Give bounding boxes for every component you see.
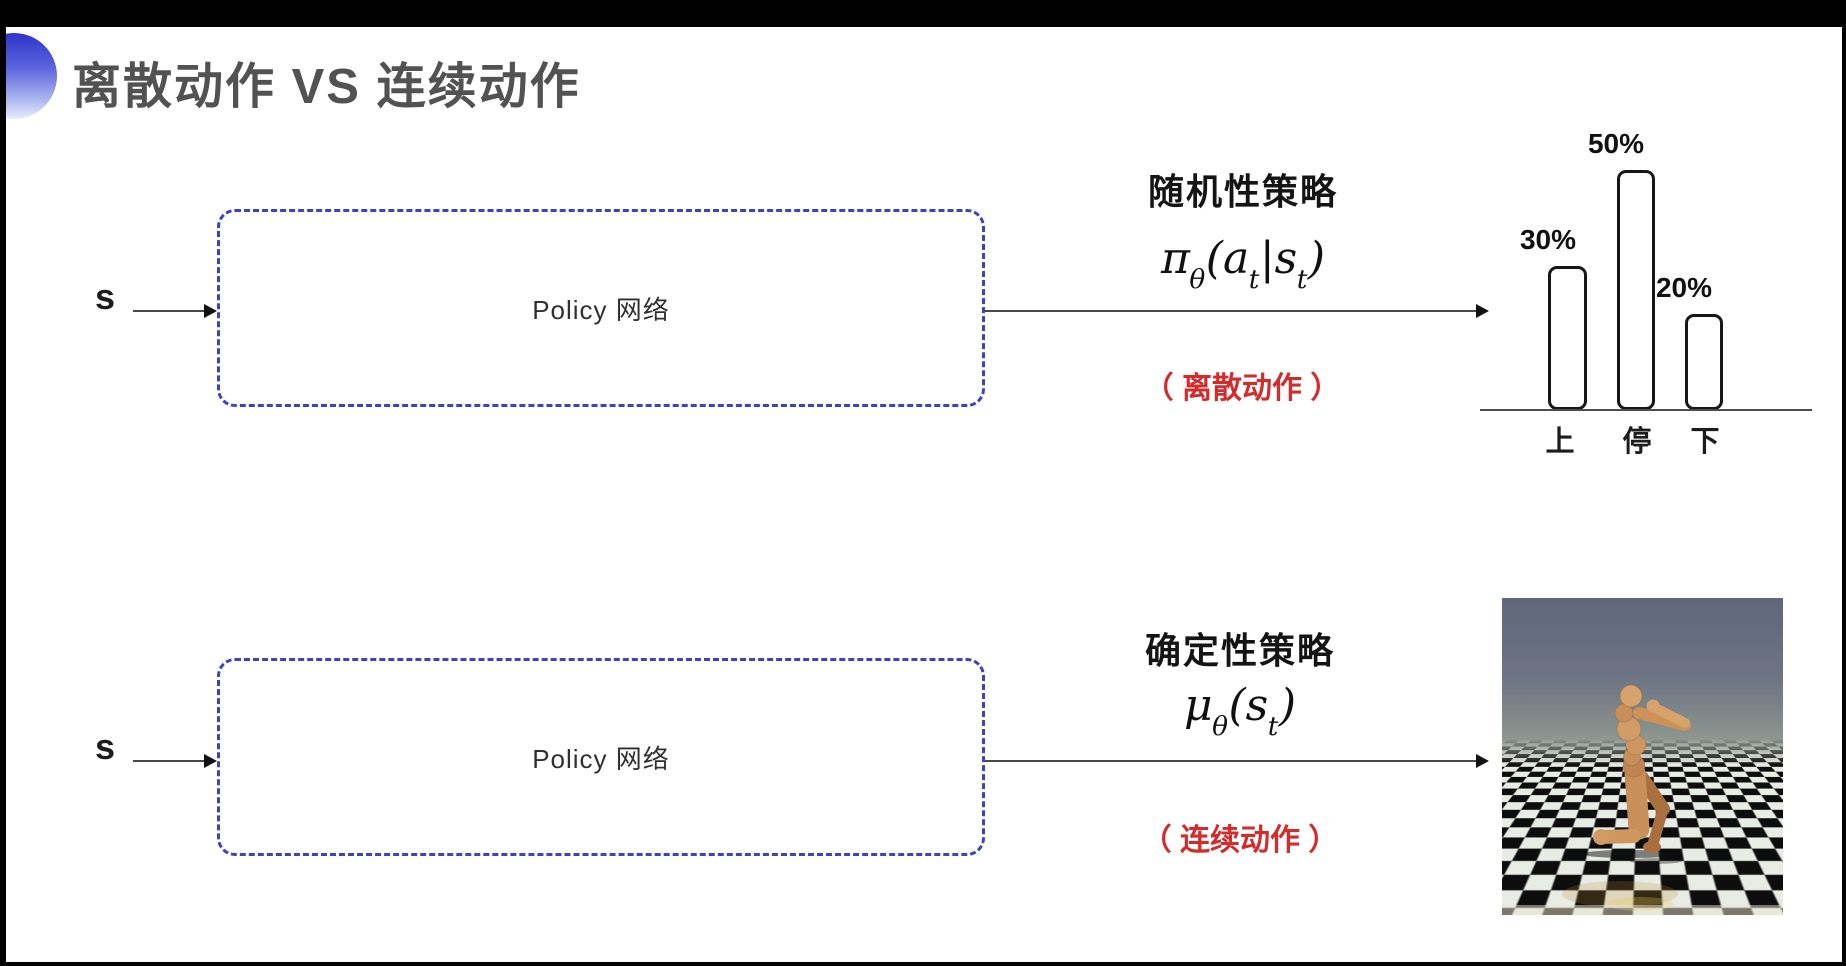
bar-category-label: 停	[1607, 418, 1667, 460]
output-arrow	[985, 310, 1477, 312]
formula-part: θ	[1189, 264, 1205, 295]
state-input-label: s	[95, 729, 115, 765]
histogram-bar	[1685, 314, 1723, 410]
deterministic-policy-formula: μθ(st)	[1070, 680, 1410, 737]
formula-part: a	[1223, 233, 1249, 284]
bar-category-label: 下	[1675, 418, 1735, 460]
stochastic-policy-formula: πθ(at|st)	[1073, 233, 1413, 290]
formula-part: μ	[1184, 680, 1213, 731]
humanoid-figure	[1502, 598, 1783, 915]
stochastic-policy-label: 随机性策略	[1073, 163, 1413, 215]
state-input-label: s	[95, 279, 115, 315]
formula-part: s	[1246, 680, 1269, 731]
formula-part: )	[1279, 680, 1296, 731]
formula-part: t	[1249, 264, 1260, 295]
formula-part: t	[1297, 264, 1308, 295]
formula-part: (	[1206, 233, 1223, 284]
humanoid-env-image	[1502, 598, 1783, 915]
formula-part: θ	[1212, 711, 1228, 742]
formula-part: s	[1275, 233, 1298, 284]
formula-part: (	[1228, 680, 1245, 731]
input-arrow	[133, 310, 205, 312]
formula-part: |	[1260, 233, 1275, 284]
histogram-bar	[1548, 266, 1587, 410]
deterministic-policy-label: 确定性策略	[1070, 622, 1410, 674]
formula-part: )	[1308, 233, 1325, 284]
input-arrow	[133, 760, 205, 762]
slide: 离散动作 VS 连续动作 s Policy 网络 随机性策略 πθ(at|st)…	[6, 27, 1842, 962]
discrete-action-note: （ 离散动作 ）	[1072, 363, 1412, 407]
page-title: 离散动作 VS 连续动作	[72, 47, 581, 118]
bar-value-label: 30%	[1503, 224, 1593, 256]
policy-network-box: Policy 网络	[217, 658, 985, 856]
policy-network-label: Policy 网络	[532, 290, 670, 327]
formula-part: π	[1161, 233, 1190, 284]
policy-network-box: Policy 网络	[217, 209, 985, 407]
continuous-action-note: （ 连续动作 ）	[1070, 815, 1410, 859]
env-bottom-strip	[1502, 905, 1783, 915]
formula-part: t	[1268, 711, 1279, 742]
probability-histogram: 30% 50% 20%	[1480, 27, 1812, 410]
bar-category-label: 上	[1530, 418, 1590, 460]
output-arrow	[985, 760, 1477, 762]
histogram-baseline	[1480, 409, 1812, 411]
bar-value-label: 50%	[1571, 128, 1661, 160]
histogram-bar	[1617, 170, 1655, 410]
policy-network-label: Policy 网络	[532, 739, 670, 776]
title-bullet-icon	[6, 33, 57, 119]
